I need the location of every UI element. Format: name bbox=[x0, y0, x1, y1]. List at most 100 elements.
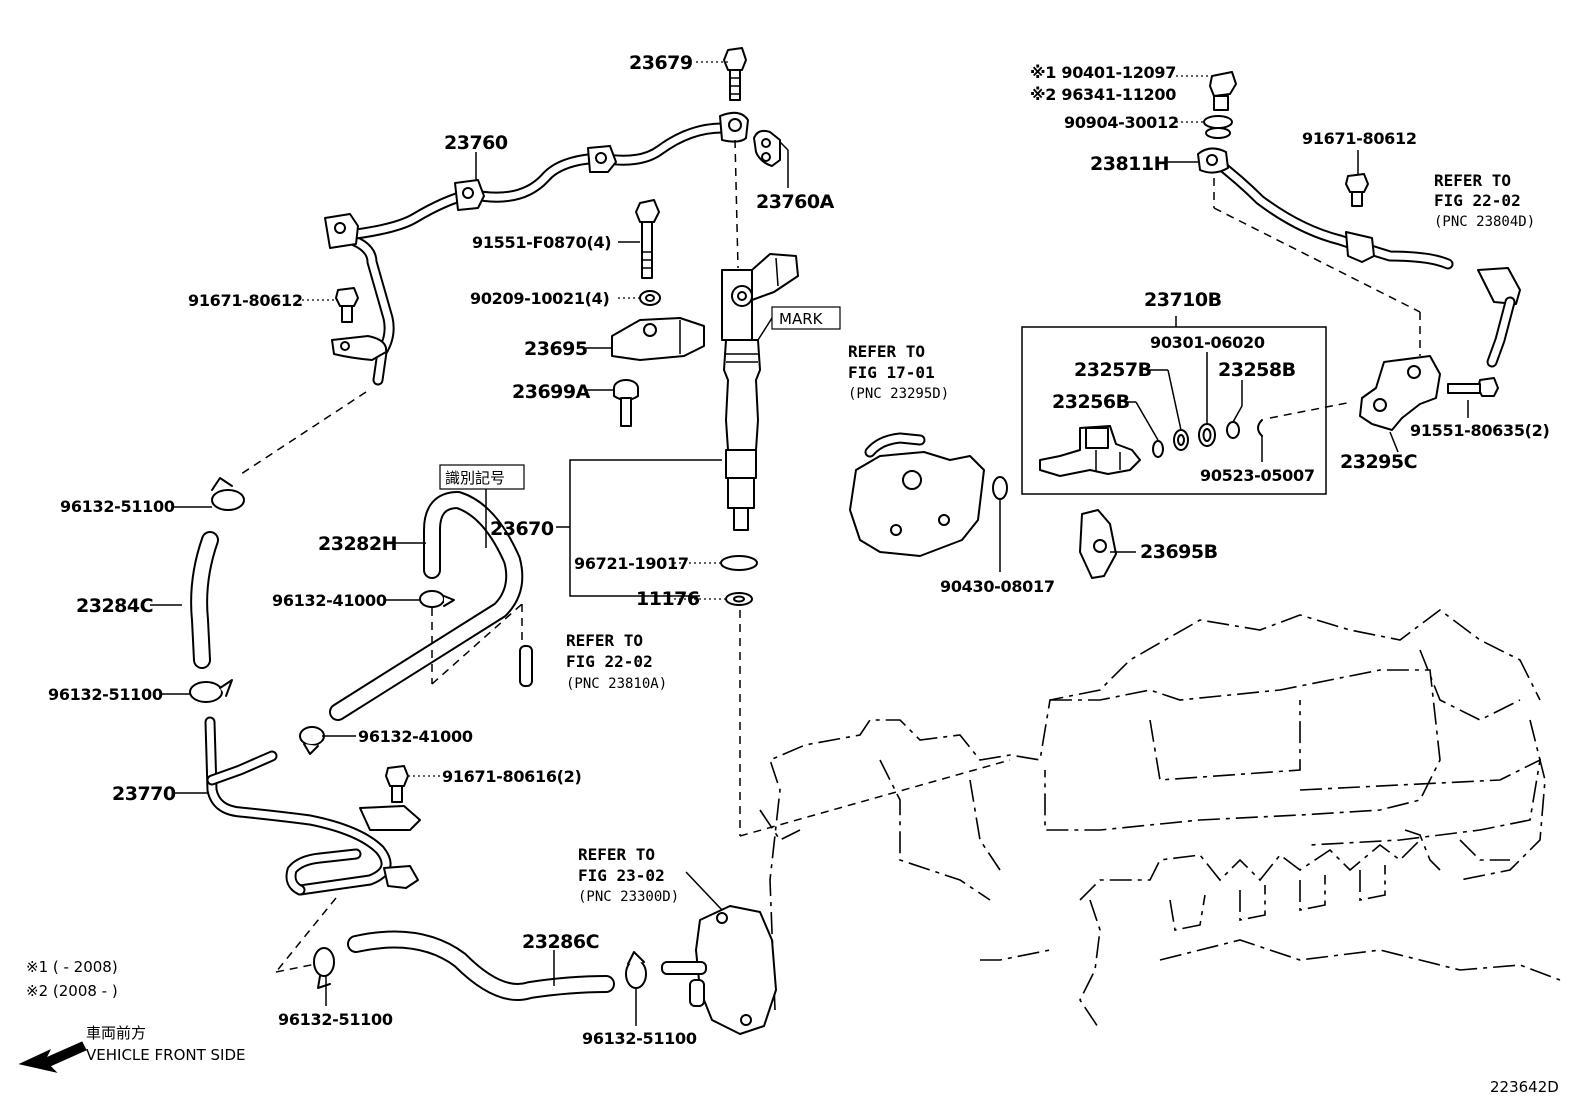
kit-box-23710b bbox=[1021, 326, 1327, 495]
leader-lines bbox=[150, 61, 1469, 1026]
label-ident-mark: 識別記号 bbox=[445, 469, 505, 487]
label-91671-80616[interactable]: 91671-80616(2) bbox=[442, 767, 582, 786]
ref23-line2: FIG 23-02 bbox=[578, 866, 665, 885]
ref22b-line3: (PNC 23810A) bbox=[566, 676, 667, 692]
label-23670[interactable]: 23670 bbox=[490, 518, 554, 540]
gasket-23760a[interactable] bbox=[753, 129, 781, 167]
arrow-left-icon bbox=[18, 1041, 87, 1073]
washer-90430[interactable] bbox=[992, 476, 1008, 500]
label-23695b[interactable]: 23695B bbox=[1140, 541, 1218, 563]
washer-11176[interactable] bbox=[725, 592, 753, 606]
label-90209-10021[interactable]: 90209-10021(4) bbox=[470, 289, 610, 308]
label-23258b[interactable]: 23258B bbox=[1218, 359, 1296, 381]
refer-fig-17-01[interactable]: REFER TO FIG 17-01 (PNC 23295D) bbox=[848, 342, 949, 402]
ref23-line1: REFER TO bbox=[578, 845, 655, 864]
label-23284c[interactable]: 23284C bbox=[76, 595, 154, 617]
hose-23286c[interactable] bbox=[347, 930, 615, 1001]
hose-clamp-96132-51100-d[interactable] bbox=[625, 951, 647, 989]
fuel-pipe-23770[interactable] bbox=[204, 716, 421, 896]
label-91551-f0870[interactable]: 91551-F0870(4) bbox=[472, 233, 612, 252]
gasket-90904[interactable] bbox=[1203, 115, 1233, 139]
union-bolt-90401[interactable] bbox=[1209, 71, 1237, 111]
fuel-injector-23670[interactable] bbox=[721, 253, 799, 531]
label-23695[interactable]: 23695 bbox=[524, 338, 588, 360]
label-96132-51100-b[interactable]: 96132-51100 bbox=[48, 685, 163, 704]
label-23256b[interactable]: 23256B bbox=[1052, 391, 1130, 413]
label-90401-12097[interactable]: ※1 90401-12097 bbox=[1030, 63, 1176, 82]
o-ring-96721[interactable] bbox=[720, 555, 758, 571]
label-90430-08017[interactable]: 90430-08017 bbox=[940, 577, 1055, 596]
label-23282h[interactable]: 23282H bbox=[318, 533, 398, 555]
ref22a-line3: (PNC 23804D) bbox=[1434, 214, 1535, 230]
bolt-23699a[interactable] bbox=[613, 379, 639, 427]
diagram-id: 223642D bbox=[1490, 1078, 1559, 1096]
label-23811h[interactable]: 23811H bbox=[1090, 153, 1170, 175]
ref22a-line1: REFER TO bbox=[1434, 171, 1511, 190]
bolt-91671-80616[interactable] bbox=[385, 765, 409, 803]
label-96341-11200[interactable]: ※2 96341-11200 bbox=[1030, 85, 1176, 104]
label-91671-80612-left[interactable]: 91671-80612 bbox=[188, 291, 303, 310]
pump-housing-23295d bbox=[849, 432, 985, 557]
ref22b-line1: REFER TO bbox=[566, 631, 643, 650]
bolt-91551-80635[interactable] bbox=[1447, 377, 1499, 397]
hose-clamp-96132-41000-b[interactable] bbox=[299, 726, 325, 755]
label-96132-41000-a[interactable]: 96132-41000 bbox=[272, 591, 387, 610]
bolt-91671-80612-right[interactable] bbox=[1345, 173, 1369, 207]
label-96132-51100-d[interactable]: 96132-51100 bbox=[582, 1029, 697, 1048]
label-23295c[interactable]: 23295C bbox=[1340, 451, 1418, 473]
label-23710b[interactable]: 23710B bbox=[1144, 289, 1222, 311]
fuel-pipe-23811h[interactable] bbox=[1197, 147, 1454, 270]
label-23257b[interactable]: 23257B bbox=[1074, 359, 1152, 381]
injector-clamp-23695[interactable] bbox=[611, 317, 705, 361]
bolt-23679[interactable] bbox=[723, 47, 747, 101]
label-23286c[interactable]: 23286C bbox=[522, 931, 600, 953]
label-90523-05007[interactable]: 90523-05007 bbox=[1200, 466, 1315, 485]
label-91671-80612-right[interactable]: 91671-80612 bbox=[1302, 129, 1417, 148]
hose-23284c[interactable] bbox=[190, 531, 219, 669]
label-96132-41000-b[interactable]: 96132-41000 bbox=[358, 727, 473, 746]
washer-90209[interactable] bbox=[639, 290, 661, 306]
pipe-23804d bbox=[1477, 267, 1521, 368]
label-90904-30012[interactable]: 90904-30012 bbox=[1064, 113, 1179, 132]
hose-clamp-96132-51100-b[interactable] bbox=[189, 679, 233, 703]
ref17-line1: REFER TO bbox=[848, 342, 925, 361]
leak-off-pipe-23760[interactable] bbox=[324, 111, 749, 386]
hose-clamp-96132-51100-a[interactable] bbox=[211, 477, 245, 511]
hose-clamp-96132-41000-a[interactable] bbox=[419, 590, 455, 608]
ref17-line2: FIG 17-01 bbox=[848, 363, 935, 382]
label-96721-19017[interactable]: 96721-19017 bbox=[574, 554, 689, 573]
label-96132-51100-c[interactable]: 96132-51100 bbox=[278, 1010, 393, 1029]
housing-23295c[interactable] bbox=[1359, 355, 1441, 431]
bolt-91551-f0870[interactable] bbox=[635, 199, 660, 279]
label-23760[interactable]: 23760 bbox=[444, 132, 508, 154]
ref23-line3: (PNC 23300D) bbox=[578, 889, 679, 905]
note-2: ※2 (2008 - ) bbox=[26, 982, 118, 1000]
bolt-91671-80612-left[interactable] bbox=[335, 287, 359, 323]
refer-fig-23-02[interactable]: REFER TO FIG 23-02 (PNC 23300D) bbox=[578, 845, 679, 905]
ref22b-line2: FIG 22-02 bbox=[566, 652, 653, 671]
front-jp-label: 車両前方 bbox=[86, 1024, 146, 1042]
label-23770[interactable]: 23770 bbox=[112, 783, 176, 805]
part-labels: 23679 23760 23760A 91551-F0870(4) 90209-… bbox=[48, 52, 1550, 1048]
label-96132-51100-a[interactable]: 96132-51100 bbox=[60, 497, 175, 516]
label-23699a[interactable]: 23699A bbox=[512, 381, 591, 403]
note-1: ※1 ( - 2008) bbox=[26, 958, 118, 976]
engine-outline bbox=[759, 609, 1561, 1031]
refer-fig-22-02-b[interactable]: REFER TO FIG 22-02 (PNC 23810A) bbox=[566, 631, 667, 692]
refer-fig-22-02-a[interactable]: REFER TO FIG 22-02 (PNC 23804D) bbox=[1434, 171, 1535, 230]
label-23679[interactable]: 23679 bbox=[629, 52, 693, 74]
hose-clamp-96132-51100-c[interactable] bbox=[313, 947, 335, 989]
label-90301-06020[interactable]: 90301-06020 bbox=[1150, 333, 1265, 352]
hose-23282h[interactable] bbox=[329, 491, 524, 721]
ident-mark-callout: 識別記号 bbox=[439, 464, 525, 490]
label-23760a[interactable]: 23760A bbox=[756, 191, 835, 213]
mark-label: MARK bbox=[779, 310, 824, 328]
label-91551-80635[interactable]: 91551-80635(2) bbox=[1410, 421, 1550, 440]
bracket-23695b[interactable] bbox=[1079, 509, 1117, 579]
vehicle-front-indicator: 車両前方 VEHICLE FRONT SIDE bbox=[18, 1024, 246, 1073]
front-en-label: VEHICLE FRONT SIDE bbox=[86, 1046, 246, 1064]
label-11176[interactable]: 11176 bbox=[636, 588, 700, 610]
mark-callout: MARK bbox=[757, 306, 841, 341]
ref17-line3: (PNC 23295D) bbox=[848, 386, 949, 402]
